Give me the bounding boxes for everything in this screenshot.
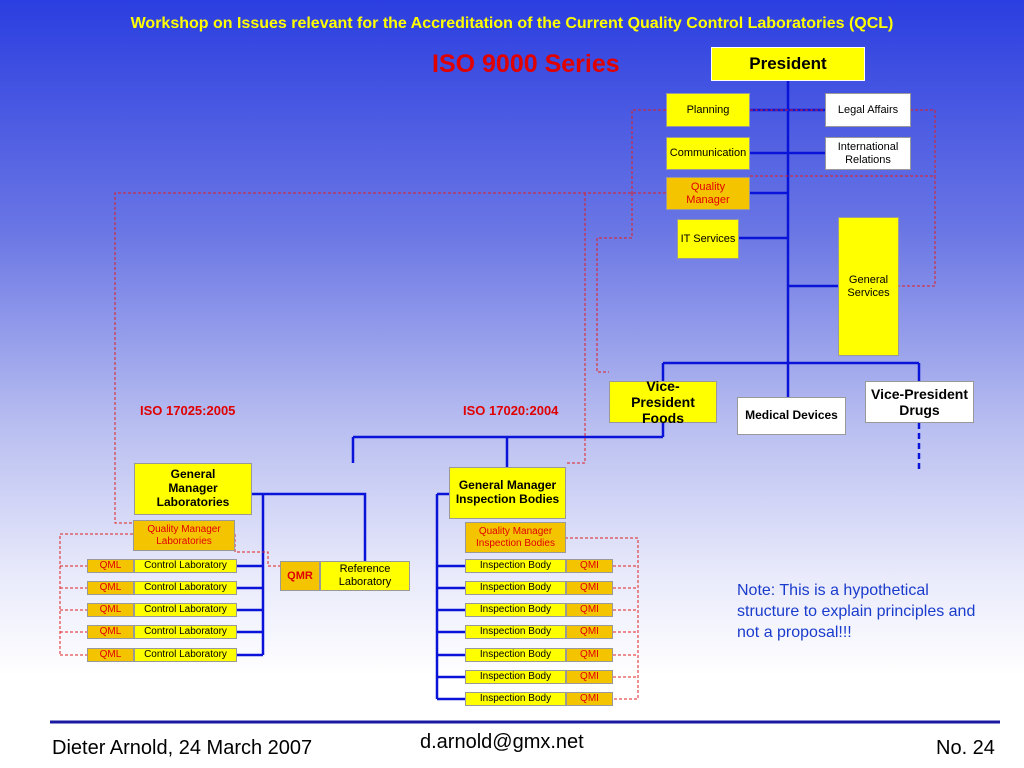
qml-box: QML bbox=[87, 581, 134, 595]
qmi-box: QMI bbox=[566, 648, 613, 662]
vp-foods-box: Vice-President Foods bbox=[609, 378, 717, 426]
gm-inspection-bodies-box: General Manager Inspection Bodies bbox=[449, 467, 566, 519]
insp-loop bbox=[565, 193, 586, 464]
qmi-box: QMI bbox=[566, 581, 613, 595]
planning-loop bbox=[750, 109, 936, 176]
qm-laboratories-box: Quality Manager Laboratories bbox=[133, 520, 235, 551]
lab-rows bbox=[237, 564, 263, 657]
inspection-body-box: Inspection Body bbox=[465, 581, 566, 595]
qml-box: QML bbox=[87, 625, 134, 639]
series-title: ISO 9000 Series bbox=[432, 50, 620, 78]
president-box: President bbox=[711, 47, 865, 81]
qml-box: QML bbox=[87, 559, 134, 573]
inspection-body-box: Inspection Body bbox=[465, 648, 566, 662]
qmi-box: QMI bbox=[566, 625, 613, 639]
it-services-box: IT Services bbox=[677, 219, 739, 259]
control-laboratory-box: Control Laboratory bbox=[134, 648, 237, 662]
qml-box: QML bbox=[87, 648, 134, 662]
control-laboratory-box: Control Laboratory bbox=[134, 559, 237, 573]
qmi-box: QMI bbox=[566, 603, 613, 617]
control-laboratory-box: Control Laboratory bbox=[134, 625, 237, 639]
qm-insp-rows bbox=[565, 537, 639, 700]
gm-laboratories-box: General Manager Laboratories bbox=[134, 463, 252, 515]
inspection-body-box: Inspection Body bbox=[465, 559, 566, 573]
general-services-box: General Services bbox=[838, 217, 899, 356]
qml-box: QML bbox=[87, 603, 134, 617]
iso-17020-label: ISO 17020:2004 bbox=[463, 403, 559, 418]
inspection-body-box: Inspection Body bbox=[465, 670, 566, 684]
disclaimer-note: Note: This is a hypothetical structure t… bbox=[737, 582, 976, 641]
slide-title: Workshop on Issues relevant for the Accr… bbox=[130, 15, 894, 32]
iso-17025-label: ISO 17025:2005 bbox=[140, 403, 236, 418]
inspection-body-box: Inspection Body bbox=[465, 692, 566, 706]
vp-drugs-box: Vice-President Drugs bbox=[865, 381, 974, 423]
control-laboratory-box: Control Laboratory bbox=[134, 581, 237, 595]
international-relations-box: International Relations bbox=[825, 137, 911, 170]
quality-right-loop bbox=[750, 175, 936, 287]
inspection-body-box: Inspection Body bbox=[465, 603, 566, 617]
qmi-box: QMI bbox=[566, 692, 613, 706]
control-laboratory-box: Control Laboratory bbox=[134, 603, 237, 617]
planning-left bbox=[631, 109, 666, 193]
communication-box: Communication bbox=[666, 137, 750, 170]
qmi-box: QMI bbox=[566, 559, 613, 573]
planning-box: Planning bbox=[666, 93, 750, 127]
insp-rows bbox=[437, 564, 465, 701]
reference-laboratory-box: Reference Laboratory bbox=[320, 561, 410, 591]
qmi-box: QMI bbox=[566, 670, 613, 684]
quality-left-loop bbox=[114, 192, 666, 524]
qm-inspection-bodies-box: Quality Manager Inspection Bodies bbox=[465, 522, 566, 553]
legal-affairs-box: Legal Affairs bbox=[825, 93, 911, 127]
insp-spine bbox=[435, 492, 449, 699]
medical-devices-box: Medical Devices bbox=[737, 397, 846, 435]
quality-down bbox=[596, 193, 633, 373]
inspection-body-box: Inspection Body bbox=[465, 625, 566, 639]
quality-manager-box: Quality Manager bbox=[666, 177, 750, 210]
qm-labs-qmr bbox=[234, 534, 280, 567]
qmr-box: QMR bbox=[280, 561, 320, 591]
footer-email: d.arnold@gmx.net bbox=[420, 731, 584, 753]
footer-page-number: No. 24 bbox=[936, 737, 995, 759]
footer-author-date: Dieter Arnold, 24 March 2007 bbox=[52, 737, 313, 759]
